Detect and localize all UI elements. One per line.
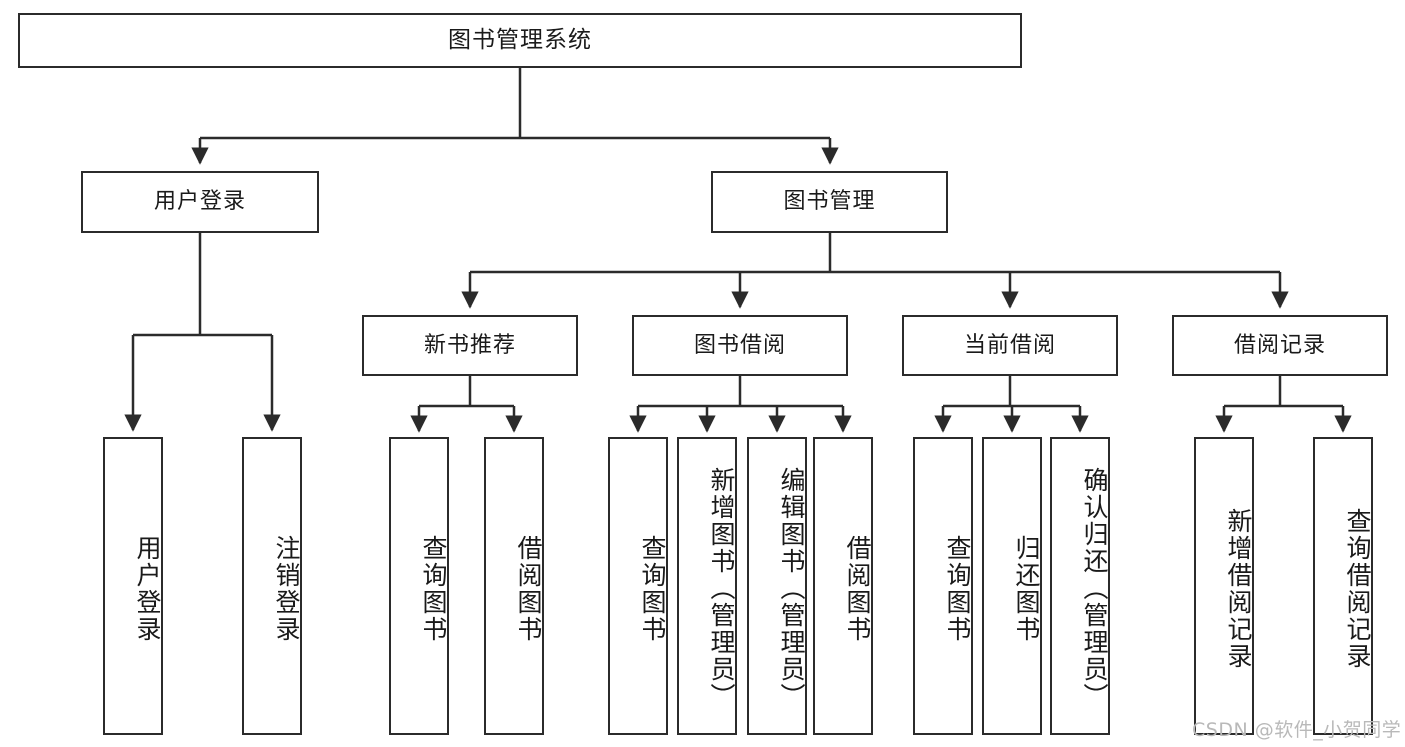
leaf-borrow-book-recommend-label: 借阅图书 bbox=[514, 535, 543, 643]
node-book-management-label: 图书管理 bbox=[783, 189, 876, 215]
node-book-borrow[interactable]: 图书借阅 bbox=[632, 315, 848, 376]
leaf-query-book-borrow-label: 查询图书 bbox=[638, 535, 667, 643]
leaf-add-borrow-record-label: 新增借阅记录 bbox=[1224, 508, 1253, 670]
leaf-query-book-current-label: 查询图书 bbox=[943, 535, 972, 643]
leaf-add-book[interactable]: 新增图书（管理员） bbox=[677, 437, 737, 735]
leaf-logout[interactable]: 注销登录 bbox=[242, 437, 302, 735]
leaf-edit-book-label: 编辑图书（管理员） bbox=[777, 466, 806, 710]
leaf-query-book-borrow[interactable]: 查询图书 bbox=[608, 437, 668, 735]
leaf-borrow-book-recommend[interactable]: 借阅图书 bbox=[484, 437, 544, 735]
node-user-login[interactable]: 用户登录 bbox=[81, 171, 319, 233]
leaf-edit-book[interactable]: 编辑图书（管理员） bbox=[747, 437, 807, 735]
node-borrow-record[interactable]: 借阅记录 bbox=[1172, 315, 1388, 376]
leaf-user-login-label: 用户登录 bbox=[133, 535, 162, 643]
node-new-book-recommend-label: 新书推荐 bbox=[423, 332, 516, 358]
leaf-confirm-return-label: 确认归还（管理员） bbox=[1080, 466, 1109, 710]
node-user-login-label: 用户登录 bbox=[153, 189, 246, 215]
leaf-borrow-book-label: 借阅图书 bbox=[843, 535, 872, 643]
leaf-user-login[interactable]: 用户登录 bbox=[103, 437, 163, 735]
leaf-confirm-return[interactable]: 确认归还（管理员） bbox=[1050, 437, 1110, 735]
node-root-label: 图书管理系统 bbox=[448, 27, 592, 54]
csdn-watermark: CSDN @软件_小贺同学 bbox=[1192, 719, 1402, 741]
node-new-book-recommend[interactable]: 新书推荐 bbox=[362, 315, 578, 376]
leaf-return-book-label: 归还图书 bbox=[1012, 535, 1041, 643]
leaf-logout-label: 注销登录 bbox=[272, 535, 301, 643]
node-current-borrow[interactable]: 当前借阅 bbox=[902, 315, 1118, 376]
leaf-query-book-recommend[interactable]: 查询图书 bbox=[389, 437, 449, 735]
node-root[interactable]: 图书管理系统 bbox=[18, 13, 1022, 68]
leaf-add-book-label: 新增图书（管理员） bbox=[707, 466, 736, 710]
node-book-management[interactable]: 图书管理 bbox=[711, 171, 948, 233]
leaf-query-borrow-record[interactable]: 查询借阅记录 bbox=[1313, 437, 1373, 735]
node-borrow-record-label: 借阅记录 bbox=[1233, 332, 1326, 358]
leaf-borrow-book[interactable]: 借阅图书 bbox=[813, 437, 873, 735]
leaf-return-book[interactable]: 归还图书 bbox=[982, 437, 1042, 735]
leaf-query-book-current[interactable]: 查询图书 bbox=[913, 437, 973, 735]
leaf-query-book-recommend-label: 查询图书 bbox=[419, 535, 448, 643]
leaf-add-borrow-record[interactable]: 新增借阅记录 bbox=[1194, 437, 1254, 735]
node-current-borrow-label: 当前借阅 bbox=[963, 332, 1056, 358]
node-book-borrow-label: 图书借阅 bbox=[693, 332, 786, 358]
leaf-query-borrow-record-label: 查询借阅记录 bbox=[1343, 508, 1372, 670]
